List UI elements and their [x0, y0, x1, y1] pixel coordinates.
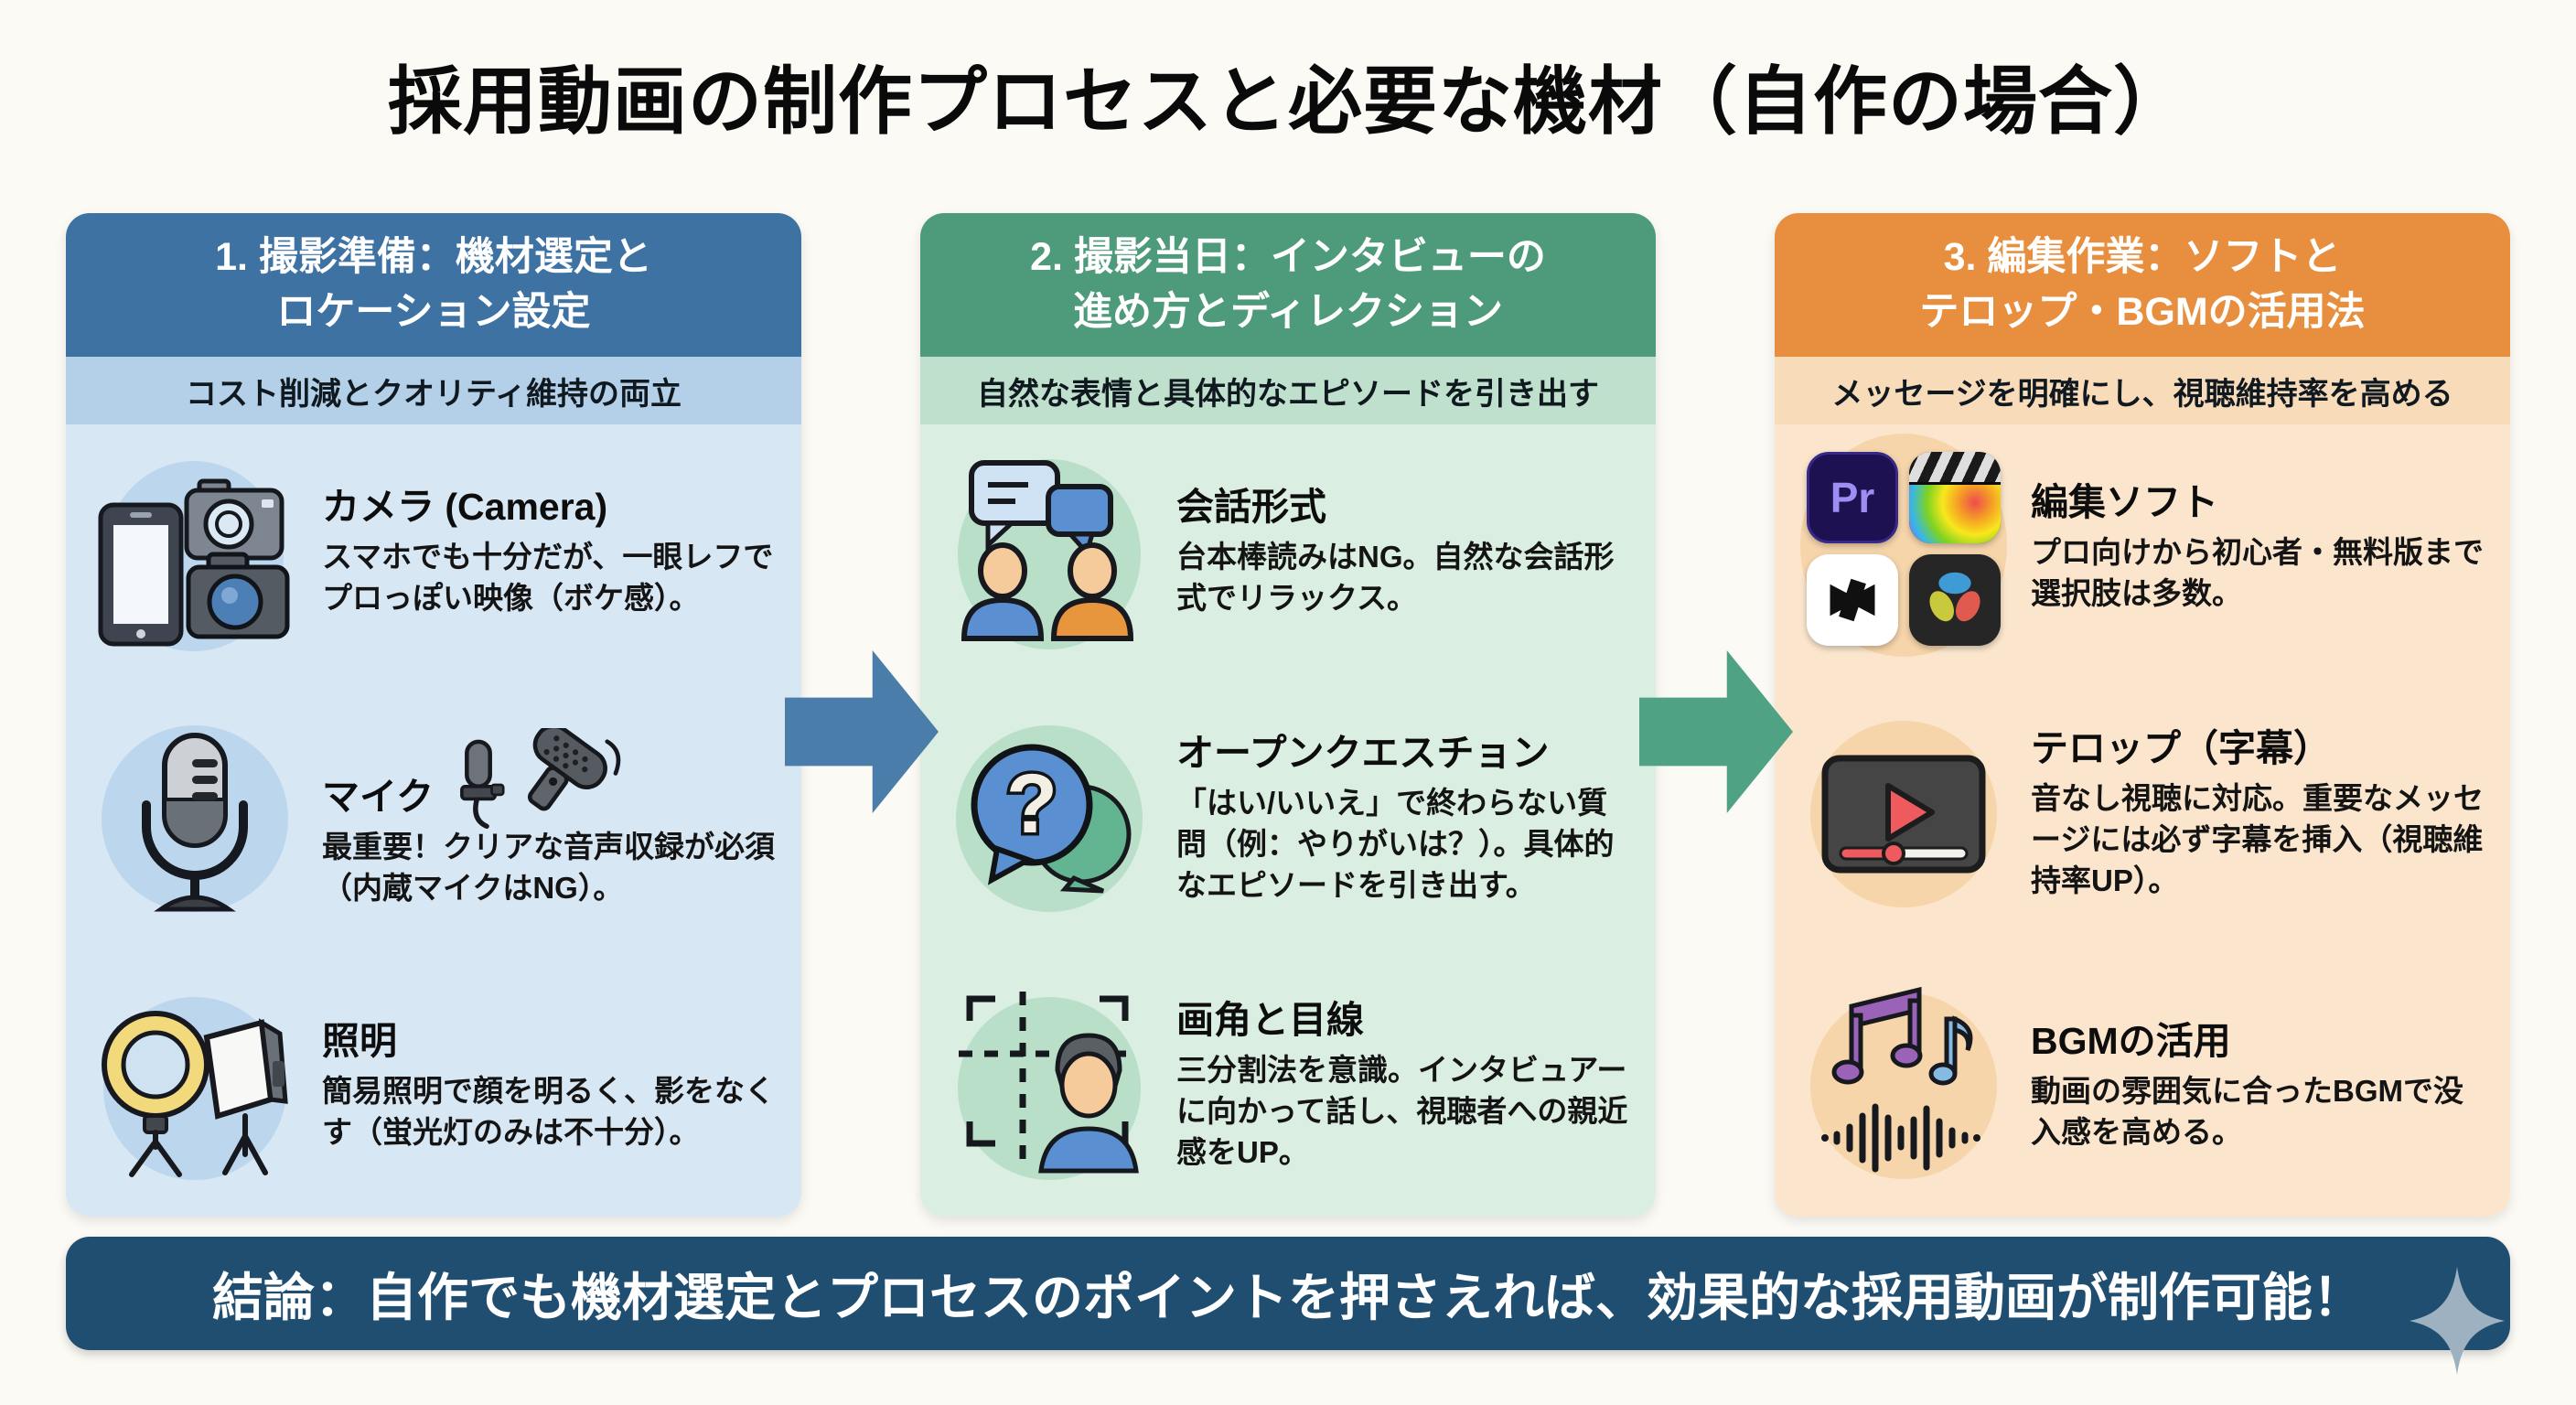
conclusion-text: 結論：自作でも機材選定とプロセスのポイントを押さえれば、効果的な採用動画が制作可… — [212, 1268, 2364, 1326]
item-lighting-desc: 簡易照明で顔を明るく、影をなくす（蛍光灯のみは不十分）。 — [322, 1073, 775, 1149]
arrow-cell-2 — [1639, 213, 1793, 1217]
premiere-pro-icon: Pr — [1807, 452, 1898, 543]
item-editing-software: Pr — [1797, 434, 2488, 657]
capcut-icon — [1807, 554, 1898, 646]
sparkle-icon — [2410, 1266, 2505, 1376]
item-microphone: マイク — [88, 715, 779, 922]
item-bgm-title: BGMの活用 — [2031, 1019, 2231, 1062]
item-bgm-desc: 動画の雰囲気に合ったBGMで没入感を高める。 — [2031, 1073, 2463, 1149]
framing-eyeline-icon — [958, 992, 1141, 1180]
item-editing-software-desc: プロ向けから初心者・無料版まで選択肢は多数。 — [2031, 534, 2484, 610]
svg-text:?: ? — [1006, 757, 1057, 851]
column2-body: 会話形式 台本棒読みはNG。自然な会話形式でリラックス。 ? — [920, 424, 1656, 1217]
clapperboard-icon — [1909, 452, 2001, 485]
item-camera: カメラ (Camera) スマホでも十分だが、一眼レフでプロっぽい映像（ボケ感）… — [88, 448, 779, 655]
item-telop-desc: 音なし視聴に対応。重要なメッセージには必ず字幕を挿入（視聴維持率UP）。 — [2031, 781, 2484, 898]
item-framing-title: 画角と目線 — [1176, 999, 1364, 1042]
column2-header: 2. 撮影当日：インタビューの 進め方とディレクション — [920, 213, 1656, 357]
item-telop-title: テロップ（字幕） — [2031, 727, 2331, 770]
ring-light-softbox-icon — [102, 997, 288, 1180]
item-conversation-title: 会話形式 — [1176, 485, 1326, 528]
microphone-icon — [102, 725, 288, 912]
item-microphone-title: マイク — [322, 775, 435, 818]
item-telop: テロップ（字幕） 音なし視聴に対応。重要なメッセージには必ず字幕を挿入（視聴維持… — [1797, 711, 2488, 917]
column2-subtitle: 自然な表情と具体的なエピソードを引き出す — [920, 357, 1656, 424]
conclusion-banner: 結論：自作でも機材選定とプロセスのポイントを押さえれば、効果的な採用動画が制作可… — [66, 1237, 2510, 1376]
item-open-question-title: オープンクエスチョン — [1176, 732, 1550, 775]
arrow-step2-to-step3 — [1639, 650, 1793, 813]
final-cut-icon — [1909, 452, 2001, 543]
item-framing-desc: 三分割法を意識。インタビュアーに向かって話し、視聴者への親近感をUP。 — [1176, 1053, 1628, 1170]
lavalier-mic-icon — [460, 739, 505, 830]
item-open-question: ? オープンクエスチョン 「はい/いいえ」で終わらない質問（例：やりがいは？）。… — [942, 715, 1634, 922]
column-editing: 3. 編集作業：ソフトと テロップ・BGMの活用法 メッセージを明確にし、視聴維… — [1775, 213, 2510, 1217]
item-conversation: 会話形式 台本棒読みはNG。自然な会話形式でリラックス。 — [942, 448, 1634, 655]
item-framing: 画角と目線 三分割法を意識。インタビュアーに向かって話し、視聴者への親近感をUP… — [942, 982, 1634, 1189]
item-editing-software-title: 編集ソフト — [2031, 480, 2218, 523]
item-lighting-title: 照明 — [322, 1019, 397, 1062]
column1-subtitle: コスト削減とクオリティ維持の両立 — [66, 357, 801, 424]
column1-body: カメラ (Camera) スマホでも十分だが、一眼レフでプロっぽい映像（ボケ感）… — [66, 424, 801, 1217]
editing-apps-icon: Pr — [1807, 448, 2001, 646]
process-columns: 1. 撮影準備：機材選定と ロケーション設定 コスト削減とクオリティ維持の両立 — [66, 213, 2510, 1217]
arrow-cell-1 — [785, 213, 939, 1217]
conversation-people-icon — [958, 459, 1141, 649]
arrow-step1-to-step2 — [785, 650, 939, 813]
column-preparation: 1. 撮影準備：機材選定と ロケーション設定 コスト削減とクオリティ維持の両立 — [66, 213, 801, 1217]
question-bubble-icon: ? — [956, 725, 1143, 912]
column3-body: Pr — [1775, 424, 2510, 1217]
davinci-resolve-icon — [1909, 554, 2001, 646]
camera-smartphone-dslr-icon — [98, 461, 290, 651]
column3-header: 3. 編集作業：ソフトと テロップ・BGMの活用法 — [1775, 213, 2510, 357]
rainbow-screen — [1909, 485, 2001, 543]
column1-header: 1. 撮影準備：機材選定と ロケーション設定 — [66, 213, 801, 357]
shotgun-mic-icon — [528, 728, 621, 811]
item-camera-desc: スマホでも十分だが、一眼レフでプロっぽい映像（ボケ感）。 — [322, 539, 774, 615]
item-lighting: 照明 簡易照明で顔を明るく、影をなくす（蛍光灯のみは不十分）。 — [88, 982, 779, 1189]
item-conversation-desc: 台本棒読みはNG。自然な会話形式でリラックス。 — [1176, 539, 1615, 615]
column-shooting-day: 2. 撮影当日：インタビューの 進め方とディレクション 自然な表情と具体的なエピ… — [920, 213, 1656, 1217]
item-open-question-desc: 「はい/いいえ」で終わらない質問（例：やりがいは？）。具体的なエピソードを引き出… — [1176, 786, 1615, 903]
column3-subtitle: メッセージを明確にし、視聴維持率を高める — [1775, 357, 2510, 424]
music-notes-waveform-icon — [1810, 986, 1997, 1179]
item-bgm: BGMの活用 動画の雰囲気に合ったBGMで没入感を高める。 — [1797, 982, 2488, 1189]
item-camera-title: カメラ (Camera) — [322, 485, 608, 528]
video-player-icon — [1810, 721, 1997, 907]
item-microphone-desc: 最重要！クリアな音声収録が必須（内蔵マイクはNG）。 — [322, 830, 775, 905]
page-title: 採用動画の制作プロセスと必要な機材（自作の場合） — [387, 61, 2188, 144]
